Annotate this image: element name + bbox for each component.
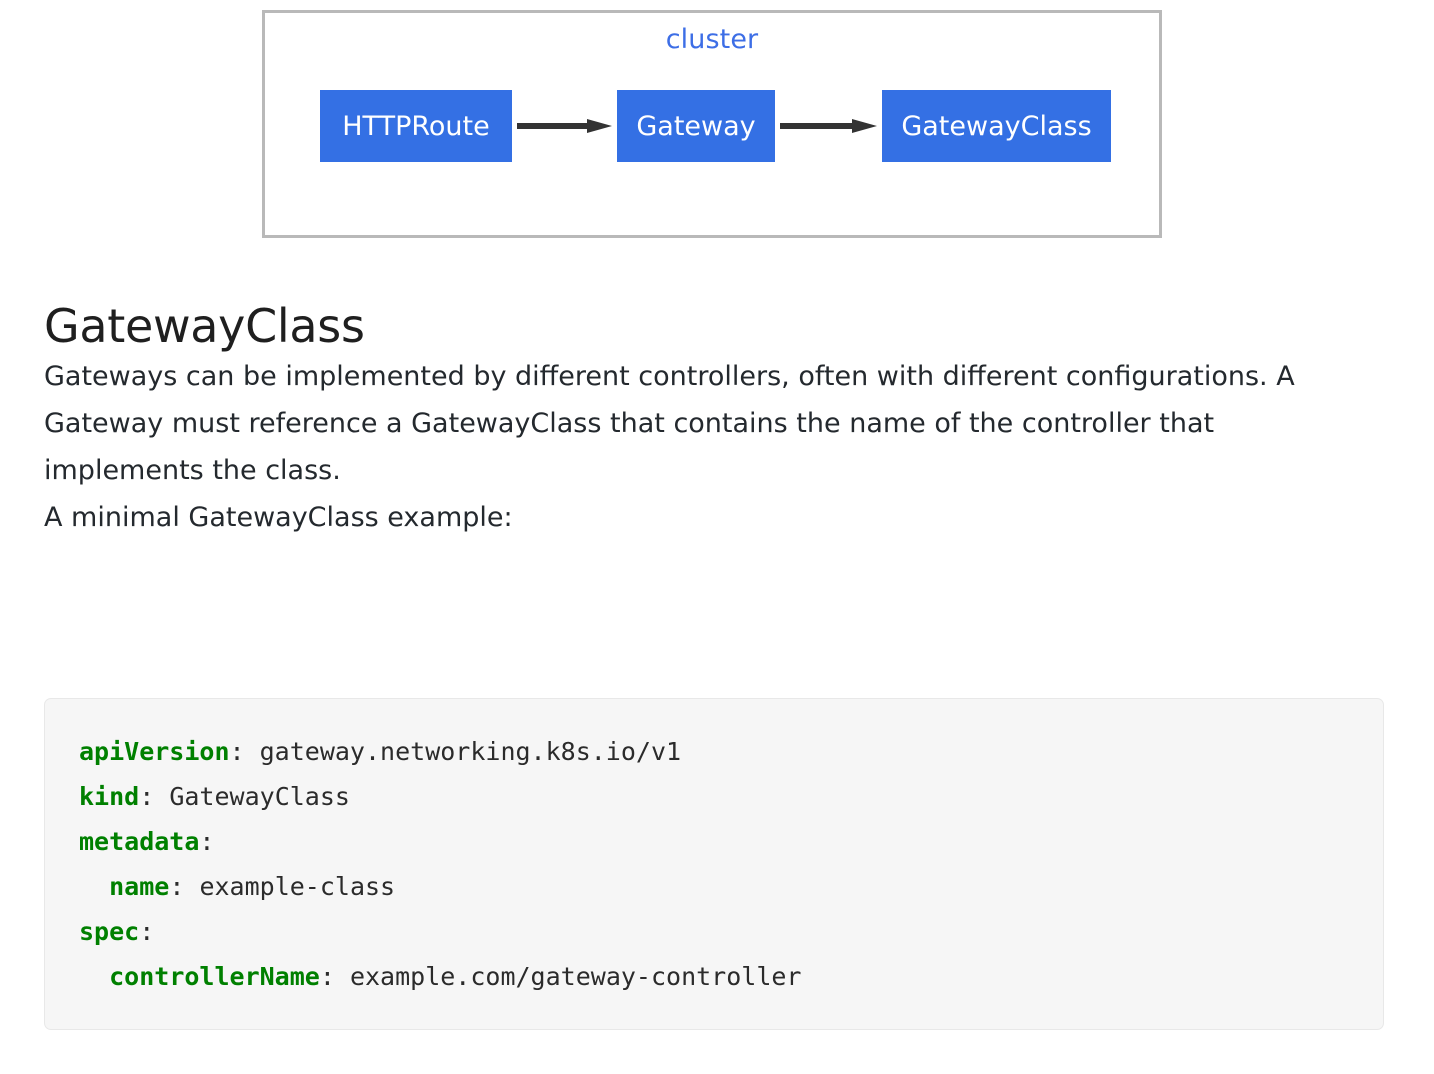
code-line: metadata: [79,827,214,856]
diagram-node-gatewayclass: GatewayClass [882,90,1111,162]
article-content: GatewayClass Gateways can be implemented… [44,300,1389,541]
code-value: example.com/gateway-controller [334,962,802,991]
code-key: apiVersion [79,737,230,766]
code-line: name: example-class [79,872,395,901]
code-key: name [109,872,170,901]
code-colon: : [139,917,155,946]
paragraph-description: Gateways can be implemented by different… [44,360,1295,486]
diagram-node-gateway-label: Gateway [636,110,756,142]
diagram-node-row: HTTPRoute Gateway GatewayClass [265,90,1159,162]
paragraph-example-intro: A minimal GatewayClass example: [44,501,513,533]
code-line: kind: GatewayClass [79,782,350,811]
code-line: controllerName: example.com/gateway-cont… [79,962,801,991]
cluster-label: cluster [665,24,759,55]
code-line: apiVersion: gateway.networking.k8s.io/v1 [79,737,681,766]
cluster-diagram-container: cluster HTTPRoute Gateway GatewayClass [262,10,1162,238]
code-colon: : [169,872,185,901]
code-colon: : [199,827,215,856]
code-colon: : [139,782,155,811]
code-content: apiVersion: gateway.networking.k8s.io/v1… [79,729,1353,999]
code-key: controllerName [109,962,320,991]
code-key: metadata [79,827,200,856]
diagram-node-httproute-label: HTTPRoute [342,110,490,142]
diagram-node-gatewayclass-label: GatewayClass [901,110,1092,142]
diagram-node-httproute: HTTPRoute [320,90,512,162]
code-colon: : [319,962,335,991]
diagram-node-gateway: Gateway [617,90,775,162]
code-key: kind [79,782,140,811]
code-line: spec: [79,917,154,946]
arrow-httproute-to-gateway-icon [517,119,612,133]
code-colon: : [229,737,245,766]
code-value: gateway.networking.k8s.io/v1 [244,737,682,766]
code-block: apiVersion: gateway.networking.k8s.io/v1… [44,698,1384,1030]
code-value: GatewayClass [154,782,350,811]
arrow-gateway-to-gatewayclass-icon [780,119,877,133]
code-key: spec [79,917,140,946]
page-title: GatewayClass [44,299,365,353]
code-value: example-class [184,872,396,901]
